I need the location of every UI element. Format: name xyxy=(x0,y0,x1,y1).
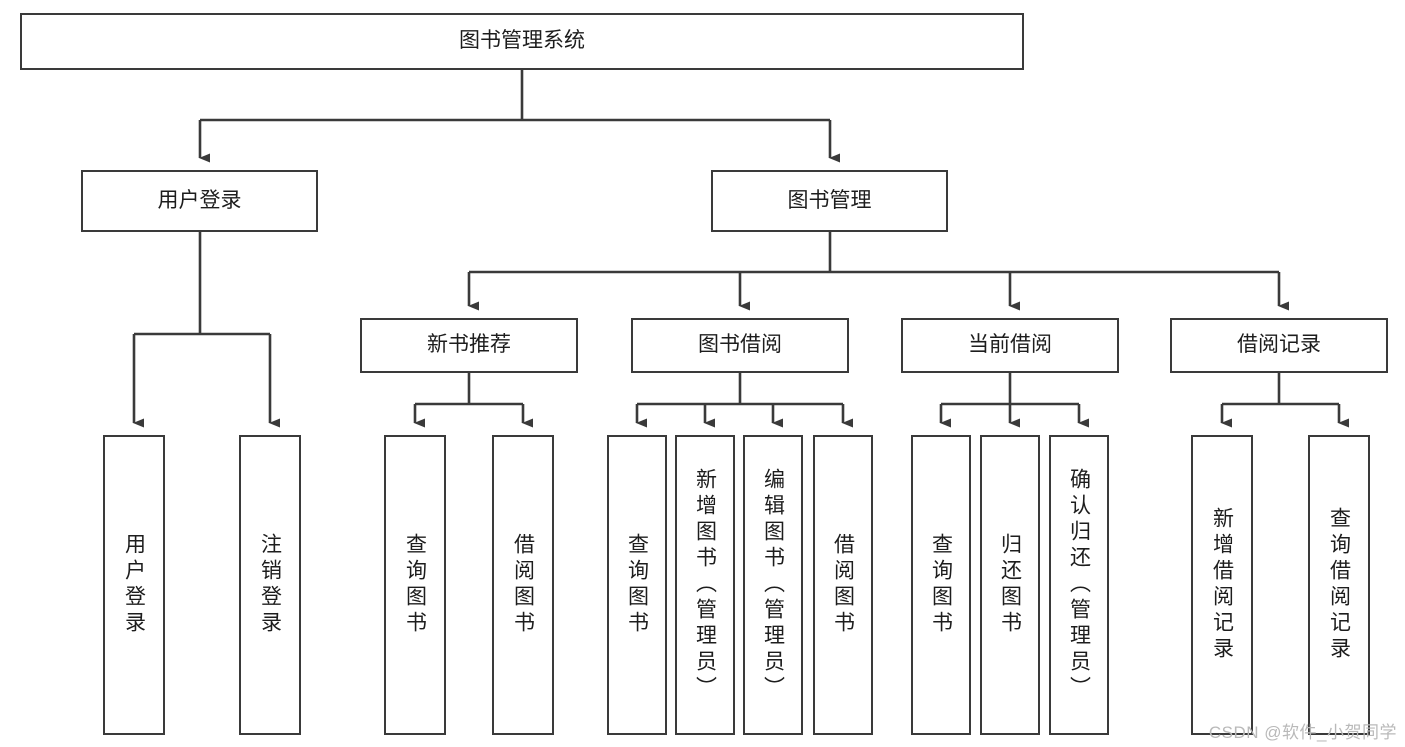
node-borrow-record[interactable]: 借阅记录 xyxy=(1170,318,1388,373)
leaf-user-login-logout-label: 注销登录 xyxy=(258,533,282,637)
leaf-borrow-borrow-book-label: 借阅图书 xyxy=(831,533,855,637)
node-book-borrow-label: 图书借阅 xyxy=(698,333,782,357)
node-book-management-label: 图书管理 xyxy=(787,188,872,212)
node-new-book-recommend-label: 新书推荐 xyxy=(427,333,511,357)
leaf-user-login-login-label: 用户登录 xyxy=(122,533,146,637)
leaf-borrow-add-book-label: 新增图书（管理员） xyxy=(693,468,717,702)
node-current-borrow-label: 当前借阅 xyxy=(968,333,1052,357)
leaf-current-query-book[interactable]: 查询图书 xyxy=(911,435,971,735)
leaf-current-query-book-label: 查询图书 xyxy=(929,533,953,637)
leaf-record-add-record[interactable]: 新增借阅记录 xyxy=(1191,435,1253,735)
leaf-borrow-edit-book[interactable]: 编辑图书（管理员） xyxy=(743,435,803,735)
leaf-recommend-borrow-book-label: 借阅图书 xyxy=(511,533,535,637)
node-current-borrow[interactable]: 当前借阅 xyxy=(901,318,1119,373)
node-user-login[interactable]: 用户登录 xyxy=(81,170,318,232)
leaf-current-confirm-return[interactable]: 确认归还（管理员） xyxy=(1049,435,1109,735)
leaf-borrow-add-book[interactable]: 新增图书（管理员） xyxy=(675,435,735,735)
node-user-login-label: 用户登录 xyxy=(157,188,242,212)
leaf-borrow-borrow-book[interactable]: 借阅图书 xyxy=(813,435,873,735)
node-new-book-recommend[interactable]: 新书推荐 xyxy=(360,318,578,373)
leaf-current-return-book-label: 归还图书 xyxy=(998,533,1022,637)
csdn-watermark: CSDN @软件_小贺同学 xyxy=(1208,723,1397,742)
leaf-record-query-record[interactable]: 查询借阅记录 xyxy=(1308,435,1370,735)
node-book-management[interactable]: 图书管理 xyxy=(711,170,948,232)
leaf-borrow-edit-book-label: 编辑图书（管理员） xyxy=(761,468,785,702)
leaf-user-login-logout[interactable]: 注销登录 xyxy=(239,435,301,735)
leaf-borrow-query-book[interactable]: 查询图书 xyxy=(607,435,667,735)
leaf-record-query-record-label: 查询借阅记录 xyxy=(1327,507,1351,663)
leaf-record-add-record-label: 新增借阅记录 xyxy=(1210,507,1234,663)
node-book-borrow[interactable]: 图书借阅 xyxy=(631,318,849,373)
leaf-recommend-borrow-book[interactable]: 借阅图书 xyxy=(492,435,554,735)
leaf-borrow-query-book-label: 查询图书 xyxy=(625,533,649,637)
node-root[interactable]: 图书管理系统 xyxy=(20,13,1024,70)
node-root-label: 图书管理系统 xyxy=(459,29,585,53)
node-borrow-record-label: 借阅记录 xyxy=(1237,333,1321,357)
leaf-current-return-book[interactable]: 归还图书 xyxy=(980,435,1040,735)
leaf-recommend-query-book[interactable]: 查询图书 xyxy=(384,435,446,735)
leaf-recommend-query-book-label: 查询图书 xyxy=(403,533,427,637)
leaf-current-confirm-return-label: 确认归还（管理员） xyxy=(1067,468,1091,702)
leaf-user-login-login[interactable]: 用户登录 xyxy=(103,435,165,735)
